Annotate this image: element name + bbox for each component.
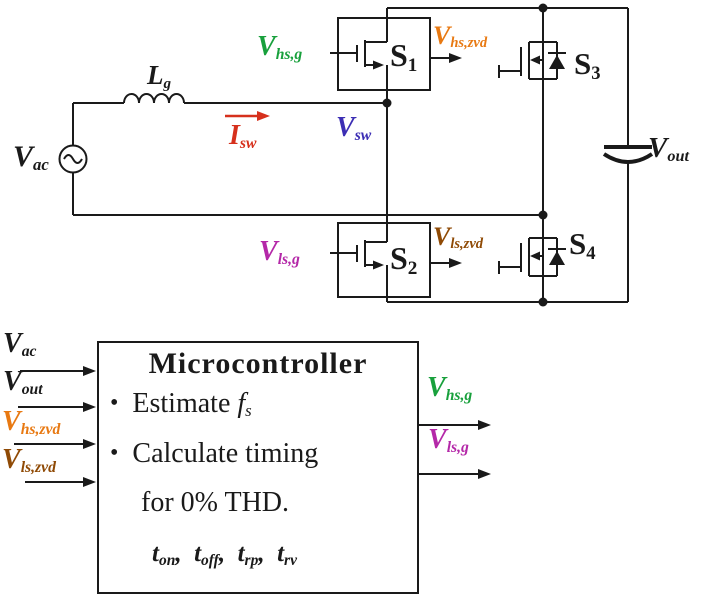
isw-arrow-head <box>257 111 270 121</box>
vhsg-output-arrow-head <box>478 420 491 430</box>
vhsg-gate-label: Vhs,g <box>257 31 303 63</box>
s2-source-arrow-head <box>373 260 384 270</box>
mcu-title: Microcontroller <box>148 347 368 380</box>
s4-diode-triangle <box>549 251 565 265</box>
input-wires <box>73 93 543 216</box>
s1-switch-module <box>330 8 462 103</box>
vout-capacitor-label: Vout <box>648 132 690 165</box>
s4-mosfet-symbol <box>498 215 566 302</box>
vac-input-label: Vac <box>3 328 37 360</box>
inductor-label: Lg <box>147 60 172 92</box>
s4-label: S4 <box>569 226 596 265</box>
s1-zvd-arrow-head <box>449 53 462 63</box>
vhszvd-input-arrow-head <box>83 439 96 449</box>
s2-label: S2 <box>390 240 418 280</box>
mcu-box <box>97 341 419 594</box>
mcu-output-arrows <box>418 420 491 479</box>
s4-body-arrow-head <box>530 251 540 261</box>
mcu-bullet-calculate: •Calculate timing <box>110 438 319 469</box>
vsw-node-label: Vsw <box>336 112 372 144</box>
s3-body-arrow-head <box>530 55 540 65</box>
cap-bottom-plate <box>602 152 654 164</box>
vlszvd-input-arrow-head <box>83 477 96 487</box>
s1-source-arrow-head <box>373 60 384 70</box>
s1-label: S1 <box>390 37 418 77</box>
vlszvd-signal-label: Vls,zvd <box>433 222 484 253</box>
vac-source-label: Vac <box>13 140 49 175</box>
s4-source-junction-dot <box>538 297 548 307</box>
vac-input-arrow-head <box>83 366 96 376</box>
s3-diode-triangle <box>549 55 565 69</box>
vhszvd-input-label: Vhs,zvd <box>2 406 61 438</box>
mcu-bullet-estimate: •Estimate fs <box>110 388 252 421</box>
bullet-icon: • <box>110 440 119 466</box>
mcu-input-arrows <box>14 366 96 487</box>
vlsg-output-label: Vls,g <box>428 424 469 456</box>
vlsg-gate-label: Vls,g <box>259 236 300 268</box>
ac-sine-icon <box>63 154 83 164</box>
s3-label: S3 <box>574 46 601 85</box>
mcu-calculate-line2: for 0% THD. <box>141 487 290 518</box>
vout-input-arrow-head <box>83 402 96 412</box>
inductor-symbol <box>123 93 185 104</box>
isw-current-arrow <box>225 111 270 121</box>
s2-box <box>337 222 431 298</box>
vhsg-output-label: Vhs,g <box>427 372 473 404</box>
isw-current-label: Isw <box>229 120 257 152</box>
s2-switch-module <box>330 103 462 302</box>
vout-input-label: Vout <box>3 366 43 398</box>
vlszvd-input-label: Vls,zvd <box>2 444 56 476</box>
s2-zvd-arrow-head <box>449 258 462 268</box>
ac-source-symbol <box>58 103 88 215</box>
output-capacitor <box>602 8 654 302</box>
bullet-icon: • <box>110 390 119 416</box>
mcu-timing-parameters: ton, toff, trp, trv <box>152 540 297 570</box>
vhszvd-signal-label: Vhs,zvd <box>433 21 488 52</box>
vlsg-output-arrow-head <box>478 469 491 479</box>
s3-mosfet-symbol <box>498 8 566 215</box>
